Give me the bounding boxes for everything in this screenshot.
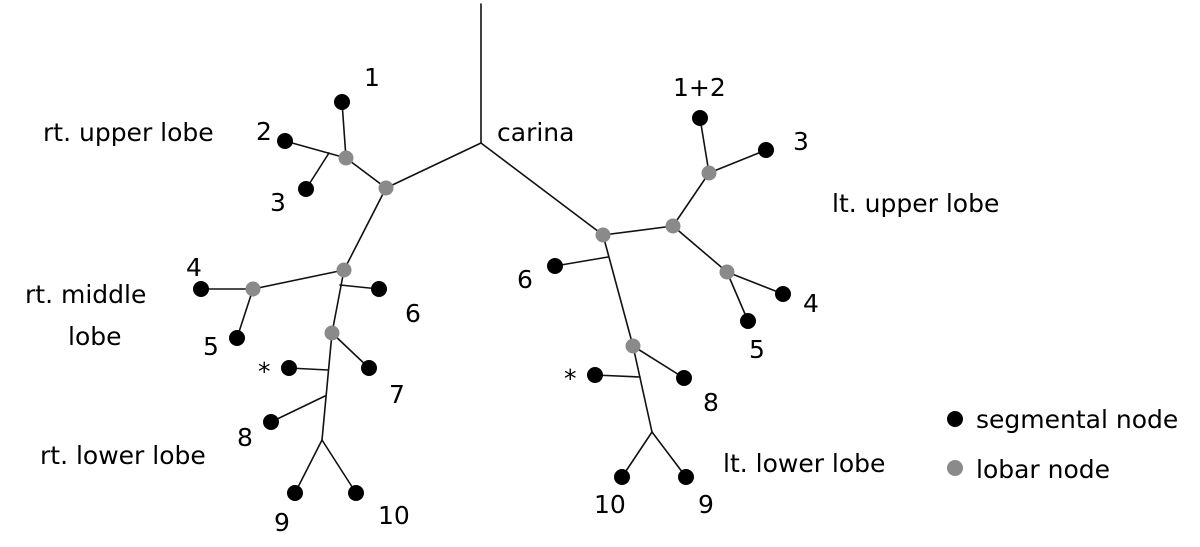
rt-upper-lobe-bronchus (345, 157, 387, 189)
lobar-node (595, 227, 611, 243)
label-rt-upper-lobe: rt. upper lobe (43, 118, 214, 147)
rt-b9 (294, 439, 323, 494)
seg-num-l6: 6 (517, 265, 533, 294)
lt-upper-lobe-bronchus (602, 225, 674, 236)
lobar-node (719, 264, 735, 280)
seg-num-r6: 6 (405, 299, 421, 328)
seg-num-l3: 3 (793, 127, 809, 156)
lobar-node (378, 180, 394, 196)
rt-b7 (331, 332, 370, 369)
label-rt-middle-lobe-line1: rt. middle (25, 280, 146, 309)
lobar-node (245, 281, 261, 297)
rt-intermediate-bronchus (343, 187, 387, 271)
left-main-bronchus (480, 142, 604, 236)
label-rt-middle-lobe-line2: lobe (68, 322, 122, 351)
seg-num-l5: 5 (749, 335, 765, 364)
segmental-node (371, 281, 387, 297)
seg-num-r2: 2 (256, 117, 272, 146)
segmental-node (678, 469, 694, 485)
lt-b1-2 (699, 117, 710, 174)
segmental-node (614, 469, 630, 485)
segmental-node (692, 110, 708, 126)
seg-num-r1: 1 (364, 63, 380, 92)
label-carina: carina (497, 118, 574, 147)
segmental-node (298, 181, 314, 197)
segmental-node (281, 360, 297, 376)
segmental-node (277, 133, 293, 149)
seg-num-l12: 1+2 (673, 73, 726, 102)
segmental-node (193, 281, 209, 297)
segmental-node (676, 370, 692, 386)
region-labels: carina rt. upper lobe rt. middle lobe rt… (25, 118, 999, 478)
seg-num-l10: 10 (594, 490, 626, 519)
seg-num-r-star: * (258, 357, 271, 386)
legend-lobar-marker (947, 460, 963, 476)
seg-num-l9: 9 (698, 490, 714, 519)
lobar-node (665, 218, 681, 234)
segmental-node (758, 142, 774, 158)
lt-upper-division (672, 172, 710, 227)
rt-b10 (321, 439, 357, 494)
segmental-node (334, 94, 350, 110)
label-rt-lower-lobe: rt. lower lobe (40, 441, 206, 470)
rt-lower-trunk-2 (321, 332, 333, 441)
seg-num-r4: 4 (186, 253, 202, 282)
seg-num-r7: 7 (389, 380, 405, 409)
segmental-node (229, 330, 245, 346)
lobar-nodes (245, 150, 735, 354)
segmental-node (740, 313, 756, 329)
segmental-node (361, 360, 377, 376)
lobar-node (324, 325, 340, 341)
legend-lobar-label: lobar node (976, 455, 1110, 484)
rt-middle-lobe-bronchus (252, 269, 345, 290)
lobar-node (336, 262, 352, 278)
lobar-node (625, 338, 641, 354)
label-lt-lower-lobe: lt. lower lobe (723, 449, 885, 478)
lt-b3 (708, 149, 767, 174)
rt-b2 (284, 140, 347, 159)
rt-b1 (341, 101, 347, 159)
segmental-node (775, 286, 791, 302)
label-lt-upper-lobe: lt. upper lobe (832, 189, 999, 218)
segmental-node (587, 367, 603, 383)
seg-num-r8: 8 (237, 423, 253, 452)
lt-lower-trunk-1 (602, 234, 634, 347)
right-main-bronchus (385, 142, 482, 189)
seg-num-l8: 8 (703, 388, 719, 417)
seg-num-r3: 3 (270, 188, 286, 217)
segment-numbers: 1 2 3 4 5 6 * 7 8 9 10 1+2 3 4 5 6 * 8 1… (186, 63, 819, 537)
rt-b5 (236, 288, 254, 339)
lobar-node (338, 150, 354, 166)
branches (200, 3, 784, 494)
lt-b9 (651, 431, 687, 478)
seg-num-l-star: * (564, 364, 577, 393)
segmental-node (348, 485, 364, 501)
seg-num-r9: 9 (274, 508, 290, 537)
rt-b8 (270, 395, 326, 423)
lt-b6 (554, 256, 609, 267)
lt-lingular-bronchus (672, 225, 728, 273)
lt-b10 (621, 431, 653, 478)
seg-num-r10: 10 (378, 501, 410, 530)
segmental-node (547, 258, 563, 274)
seg-num-r5: 5 (203, 332, 219, 361)
segmental-node (263, 414, 279, 430)
lt-b8 (632, 345, 685, 379)
seg-num-l4: 4 (803, 289, 819, 318)
lobar-node (701, 165, 717, 181)
lt-b4 (726, 271, 784, 295)
rt-lower-trunk-1 (331, 269, 345, 334)
legend: segmental node lobar node (947, 405, 1178, 484)
segmental-node (287, 485, 303, 501)
lt-b5 (726, 271, 749, 322)
segmental-nodes (193, 94, 791, 501)
legend-segmental-label: segmental node (976, 405, 1178, 434)
legend-segmental-marker (947, 411, 963, 427)
lt-lower-trunk-2 (632, 345, 653, 433)
